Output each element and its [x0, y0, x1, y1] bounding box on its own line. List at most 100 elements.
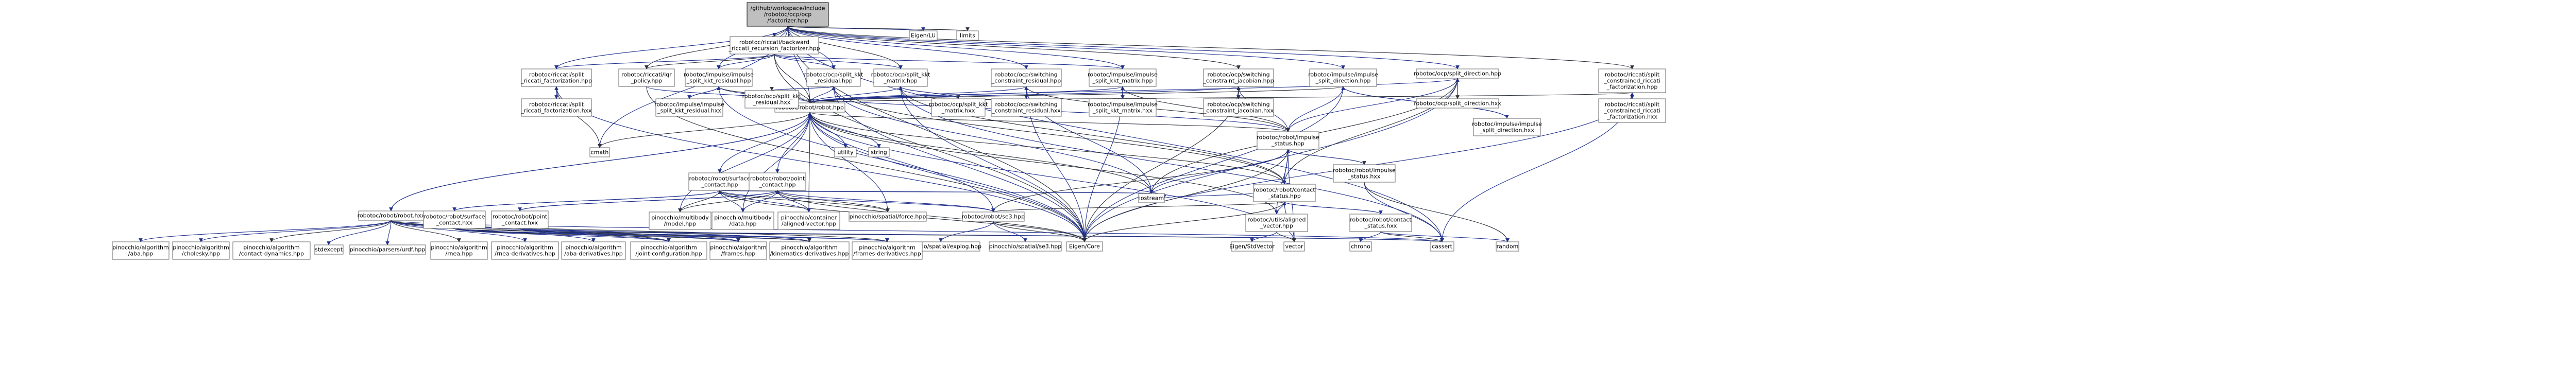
- node-label-line: vector: [1285, 243, 1303, 250]
- node-label-line: _status.hpp: [1271, 140, 1304, 147]
- node-pin-spatial-force[interactable]: pinocchio/spatial/force.hpp: [849, 211, 927, 222]
- node-label-line: _split_direction.hxx: [1479, 127, 1534, 134]
- node-label-line: _residual.hpp: [814, 78, 853, 84]
- node-limits[interactable]: limits: [956, 30, 979, 41]
- node-box: [711, 211, 774, 230]
- node-box: [521, 98, 592, 117]
- node-label-line: pinocchio/container: [781, 215, 837, 221]
- node-impulse-split-kkt-residual-hpp[interactable]: robotoc/impulse/impulse_split_kkt_residu…: [684, 68, 754, 87]
- node-ocp-split-kkt-residual-hxx[interactable]: robotoc/ocp/split_kkt_residual.hxx: [742, 90, 802, 109]
- edge-contact-status-hpp-to-se3-hpp: [991, 201, 1285, 213]
- node-pin-algo-joint-configuration[interactable]: pinocchio/algorithm/joint-configuration.…: [630, 241, 707, 260]
- edge-impulse-status-hxx-to-cassert: [1364, 182, 1444, 242]
- node-lqr-policy[interactable]: robotoc/riccati/lqr_policy.hpp: [618, 68, 675, 87]
- node-eigen-lu[interactable]: Eigen/LU: [909, 30, 938, 41]
- edge-surface-contact-hxx-to-surface-contact-hpp: [454, 190, 722, 211]
- node-label-line: robotoc/impulse/impulse: [684, 72, 754, 78]
- node-impulse-split-kkt-matrix-hpp[interactable]: robotoc/impulse/impulse_split_kkt_matrix…: [1088, 68, 1158, 87]
- node-impulse-split-kkt-residual-hxx[interactable]: robotoc/impulse/impulse_split_kkt_residu…: [654, 98, 724, 117]
- edge-surface-contact-hpp-to-se3-hpp: [719, 190, 995, 213]
- edge-ocp-split-kkt-residual-hpp-to-eigen-core: [833, 86, 1087, 242]
- edge-backward-riccati-to-split-riccati-factorization-hpp: [554, 54, 775, 69]
- node-vector[interactable]: vector: [1283, 241, 1305, 252]
- node-box: [956, 30, 979, 41]
- node-root[interactable]: /github/workspace/include/robotoc/ocp/oc…: [747, 2, 829, 27]
- node-robot-hxx[interactable]: robotoc/robot/robot.hxx: [358, 210, 425, 221]
- node-box: [1253, 184, 1316, 202]
- node-box: [1231, 241, 1273, 252]
- node-label-line: _status.hxx: [1364, 223, 1397, 229]
- edge-surface-contact-hxx-to-pin-algo-joint-configuration: [454, 228, 671, 242]
- node-utility[interactable]: utility: [834, 147, 857, 157]
- node-label-line: /contact-dynamics.hpp: [239, 251, 304, 257]
- node-split-constrained-riccati-hxx[interactable]: robotoc/riccati/split_constrained_riccat…: [1598, 98, 1666, 123]
- node-box: [1203, 98, 1274, 117]
- node-label-line: _contact.hxx: [436, 220, 473, 226]
- node-split-constrained-riccati-hpp[interactable]: robotoc/riccati/split_constrained_riccat…: [1598, 68, 1666, 93]
- edge-robot-hxx-to-pin-algo-rnea: [391, 220, 461, 242]
- node-aligned-vector-hpp[interactable]: robotoc/utils/aligned_vector.hpp: [1245, 214, 1308, 232]
- node-pin-algo-kinematics-derivatives[interactable]: pinocchio/algorithm/kinematics-derivativ…: [769, 241, 850, 260]
- node-pin-algo-aba[interactable]: pinocchio/algorithm/aba.hpp: [112, 241, 170, 260]
- node-impulse-split-direction-hxx[interactable]: robotoc/impulse/impulse_split_direction.…: [1472, 118, 1542, 136]
- node-label-line: _split_kkt_residual.hxx: [657, 108, 721, 114]
- node-switching-constraint-residual-hxx[interactable]: robotoc/ocp/switching_constraint_residua…: [991, 98, 1062, 117]
- node-impulse-status-hpp[interactable]: robotoc/robot/impulse_status.hpp: [1257, 131, 1319, 150]
- node-iostream[interactable]: iostream: [1138, 193, 1165, 203]
- node-eigen-core[interactable]: Eigen/Core: [1066, 241, 1103, 252]
- edge-ocp-split-kkt-residual-hxx-to-ocp-split-kkt-residual-hpp: [771, 86, 836, 91]
- node-random[interactable]: random: [1496, 241, 1519, 252]
- node-impulse-status-hxx[interactable]: robotoc/robot/impulse_status.hxx: [1333, 164, 1396, 183]
- node-backward-riccati[interactable]: robotoc/riccati/backward_riccati_recursi…: [728, 36, 820, 55]
- node-ocp-split-direction-hxx[interactable]: robotoc/ocp/split_direction.hxx: [1414, 98, 1501, 109]
- node-ocp-split-kkt-matrix-hpp[interactable]: robotoc/ocp/split_kkt_matrix.hpp: [871, 68, 930, 87]
- node-se3-hpp[interactable]: robotoc/robot/se3.hpp: [962, 211, 1025, 222]
- node-stdexcept[interactable]: stdexcept: [314, 244, 344, 255]
- node-surface-contact-hpp[interactable]: robotoc/robot/surface_contact.hpp: [688, 172, 751, 191]
- node-ocp-split-kkt-matrix-hxx[interactable]: robotoc/ocp/split_kkt_matrix.hxx: [929, 98, 988, 117]
- node-contact-status-hxx[interactable]: robotoc/robot/contact_status.hxx: [1349, 214, 1412, 232]
- node-label-line: _residual.hxx: [753, 99, 791, 106]
- node-split-riccati-factorization-hxx[interactable]: robotoc/riccati/split_riccati_factorizat…: [520, 98, 592, 117]
- node-label-line: /robotoc/ocp/ocp: [764, 11, 811, 18]
- node-eigen-stdvector[interactable]: Eigen/StdVector: [1229, 241, 1275, 252]
- node-impulse-split-direction-hpp[interactable]: robotoc/impulse/impulse_split_direction.…: [1308, 68, 1378, 87]
- node-pin-algo-rnea[interactable]: pinocchio/algorithm/rnea.hpp: [430, 241, 488, 260]
- node-pin-algo-frames[interactable]: pinocchio/algorithm/frames.hpp: [709, 241, 767, 260]
- node-pin-multibody-data[interactable]: pinocchio/multibody/data.hpp: [711, 211, 774, 230]
- node-label-line: Eigen/Core: [1069, 243, 1100, 250]
- node-pin-spatial-se3[interactable]: pinocchio/spatial/se3.hpp: [989, 241, 1062, 252]
- node-switching-constraint-jacobian-hpp[interactable]: robotoc/ocp/switching_constraint_jacobia…: [1202, 68, 1274, 87]
- node-ocp-split-direction-hpp[interactable]: robotoc/ocp/split_direction.hpp: [1414, 68, 1501, 79]
- node-string[interactable]: string: [868, 147, 890, 157]
- node-pin-algo-rnea-derivatives[interactable]: pinocchio/algorithm/rnea-derivatives.hpp: [491, 241, 559, 260]
- node-label-line: _contact.hxx: [501, 220, 538, 226]
- node-split-riccati-factorization-hpp[interactable]: robotoc/riccati/split_riccati_factorizat…: [520, 68, 592, 87]
- edge-impulse-split-direction-hpp-to-robot-hpp: [808, 86, 1344, 103]
- node-box: [852, 241, 923, 260]
- node-pin-algo-cholesky[interactable]: pinocchio/algorithm/cholesky.hpp: [172, 241, 230, 260]
- node-impulse-split-kkt-matrix-hxx[interactable]: robotoc/impulse/impulse_split_kkt_matrix…: [1088, 98, 1158, 117]
- edge-surface-contact-hpp-to-pin-multibody-model: [678, 190, 720, 213]
- node-cassert[interactable]: cassert: [1430, 241, 1454, 252]
- node-label-line: stdexcept: [315, 246, 343, 253]
- node-chrono[interactable]: chrono: [1349, 241, 1372, 252]
- node-point-contact-hxx[interactable]: robotoc/robot/point_contact.hxx: [491, 210, 549, 229]
- node-contact-status-hpp[interactable]: robotoc/robot/contact_status.hpp: [1253, 184, 1316, 202]
- node-pin-algo-frames-derivatives[interactable]: pinocchio/algorithm/frames-derivatives.h…: [852, 241, 923, 260]
- node-surface-contact-hxx[interactable]: robotoc/robot/surface_contact.hxx: [423, 210, 486, 229]
- node-ocp-split-kkt-residual-hpp[interactable]: robotoc/ocp/split_kkt_residual.hpp: [804, 68, 863, 87]
- node-switching-constraint-jacobian-hxx[interactable]: robotoc/ocp/switching_constraint_jacobia…: [1203, 98, 1274, 117]
- node-box: [1089, 98, 1157, 117]
- node-label-line: robotoc/riccati/lqr: [621, 72, 672, 78]
- node-point-contact-hpp[interactable]: robotoc/robot/point_contact.hpp: [749, 172, 806, 191]
- node-pin-algo-contact-dynamics[interactable]: pinocchio/algorithm/contact-dynamics.hpp: [232, 241, 311, 260]
- node-box: [1473, 118, 1541, 136]
- node-label-line: robotoc/riccati/split: [1605, 101, 1660, 108]
- node-pin-algo-aba-derivatives[interactable]: pinocchio/algorithm/aba-derivatives.hpp: [561, 241, 626, 260]
- node-cmath[interactable]: cmath: [589, 147, 610, 157]
- node-pin-multibody-model[interactable]: pinocchio/multibody/model.hpp: [649, 211, 711, 230]
- node-pin-container-aligned[interactable]: pinocchio/container/aligned-vector.hpp: [777, 211, 840, 230]
- node-switching-constraint-residual-hpp[interactable]: robotoc/ocp/switching_constraint_residua…: [991, 68, 1062, 87]
- node-pin-parsers-urdf[interactable]: pinocchio/parsers/urdf.hpp: [349, 244, 426, 255]
